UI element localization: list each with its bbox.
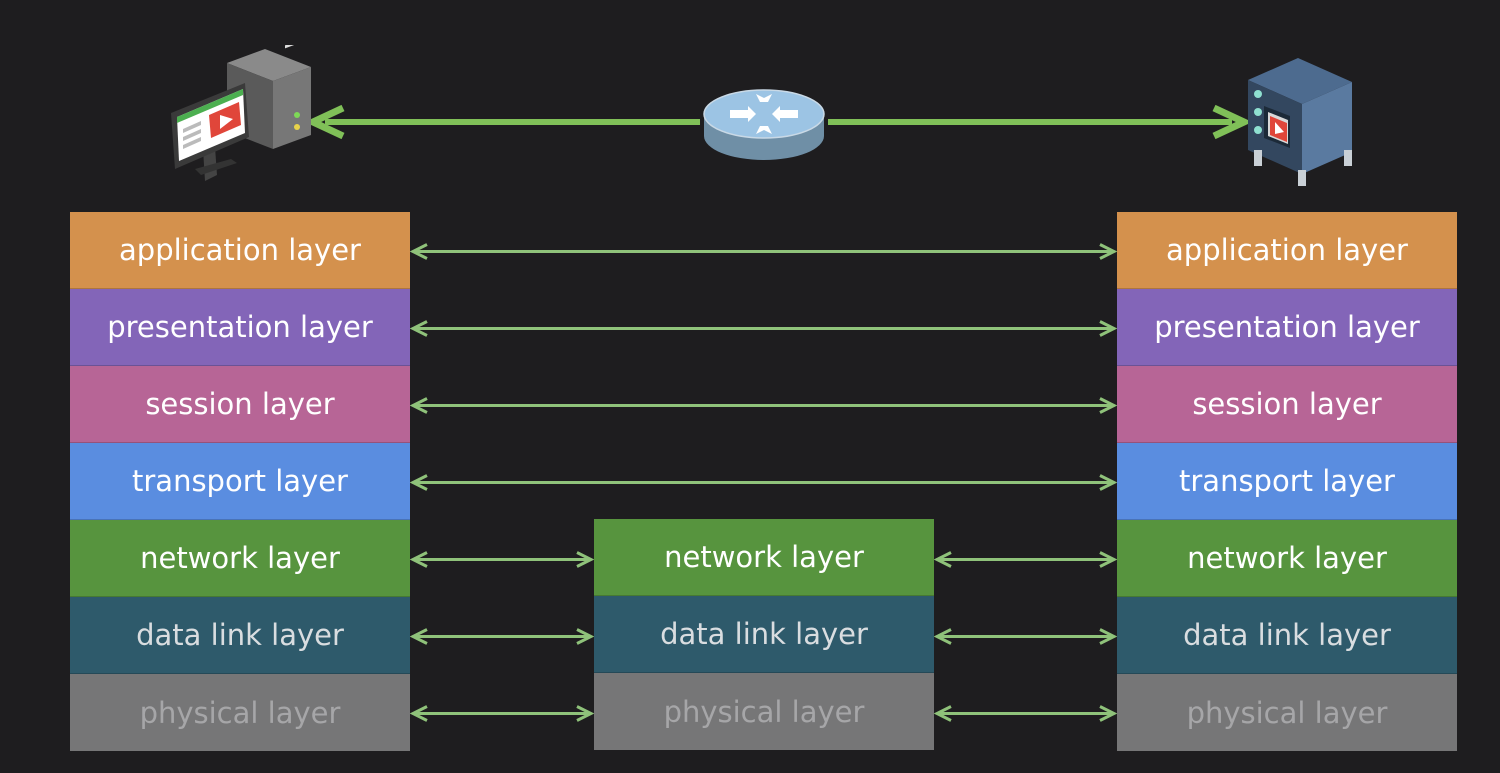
- arrow-client-server-transport-layer-head-left: [409, 474, 428, 491]
- server-data-link-layer: data link layer: [1117, 597, 1457, 674]
- arrow-client-server-session-layer-head-right: [1099, 397, 1118, 414]
- arrow-client-server-presentation-layer-head-right: [1099, 320, 1118, 337]
- arrow-client-router-network-layer-head-right: [576, 551, 595, 568]
- desktop-computer-icon: [171, 45, 311, 181]
- server-physical-layer: physical layer: [1117, 674, 1457, 751]
- router-icon: [703, 89, 825, 160]
- router-physical-layer: physical layer: [594, 673, 934, 750]
- client-arrowhead: [304, 104, 345, 140]
- arrow-router-server-network-layer-head-right: [1099, 551, 1118, 568]
- client-application-layer: application layer: [70, 212, 410, 289]
- arrow-client-server-session-layer-head-left: [409, 397, 428, 414]
- arrow-client-router-physical-layer-head-right: [576, 705, 595, 722]
- client-session-layer: session layer: [70, 366, 410, 443]
- router-network-layer: network layer: [594, 519, 934, 596]
- arrow-client-router-data-link-layer-head-right: [576, 628, 595, 645]
- arrow-client-server-presentation-layer-head-left: [409, 320, 428, 337]
- arrow-router-server-data-link-layer-head-left: [933, 628, 952, 645]
- arrow-router-server-network-layer-head-left: [933, 551, 952, 568]
- arrow-client-router-data-link-layer-head-left: [409, 628, 428, 645]
- arrow-client-server-application-layer-head-right: [1099, 243, 1118, 260]
- router-data-link-layer: data link layer: [594, 596, 934, 673]
- arrow-client-server-transport-layer-head-right: [1099, 474, 1118, 491]
- arrow-client-router-physical-layer-head-left: [409, 705, 428, 722]
- client-network-layer: network layer: [70, 520, 410, 597]
- server-transport-layer: transport layer: [1117, 443, 1457, 520]
- server-session-layer: session layer: [1117, 366, 1457, 443]
- client-physical-layer: physical layer: [70, 674, 410, 751]
- client-transport-layer: transport layer: [70, 443, 410, 520]
- arrow-client-server-application-layer-head-left: [409, 243, 428, 260]
- server-arrowhead: [1212, 104, 1253, 140]
- server-icon: [1248, 58, 1352, 186]
- arrow-client-router-network-layer-head-left: [409, 551, 428, 568]
- server-presentation-layer: presentation layer: [1117, 289, 1457, 366]
- server-application-layer: application layer: [1117, 212, 1457, 289]
- arrow-router-server-physical-layer-head-left: [933, 705, 952, 722]
- client-data-link-layer: data link layer: [70, 597, 410, 674]
- client-presentation-layer: presentation layer: [70, 289, 410, 366]
- server-network-layer: network layer: [1117, 520, 1457, 597]
- arrow-router-server-physical-layer-head-right: [1099, 705, 1118, 722]
- arrow-router-server-data-link-layer-head-right: [1099, 628, 1118, 645]
